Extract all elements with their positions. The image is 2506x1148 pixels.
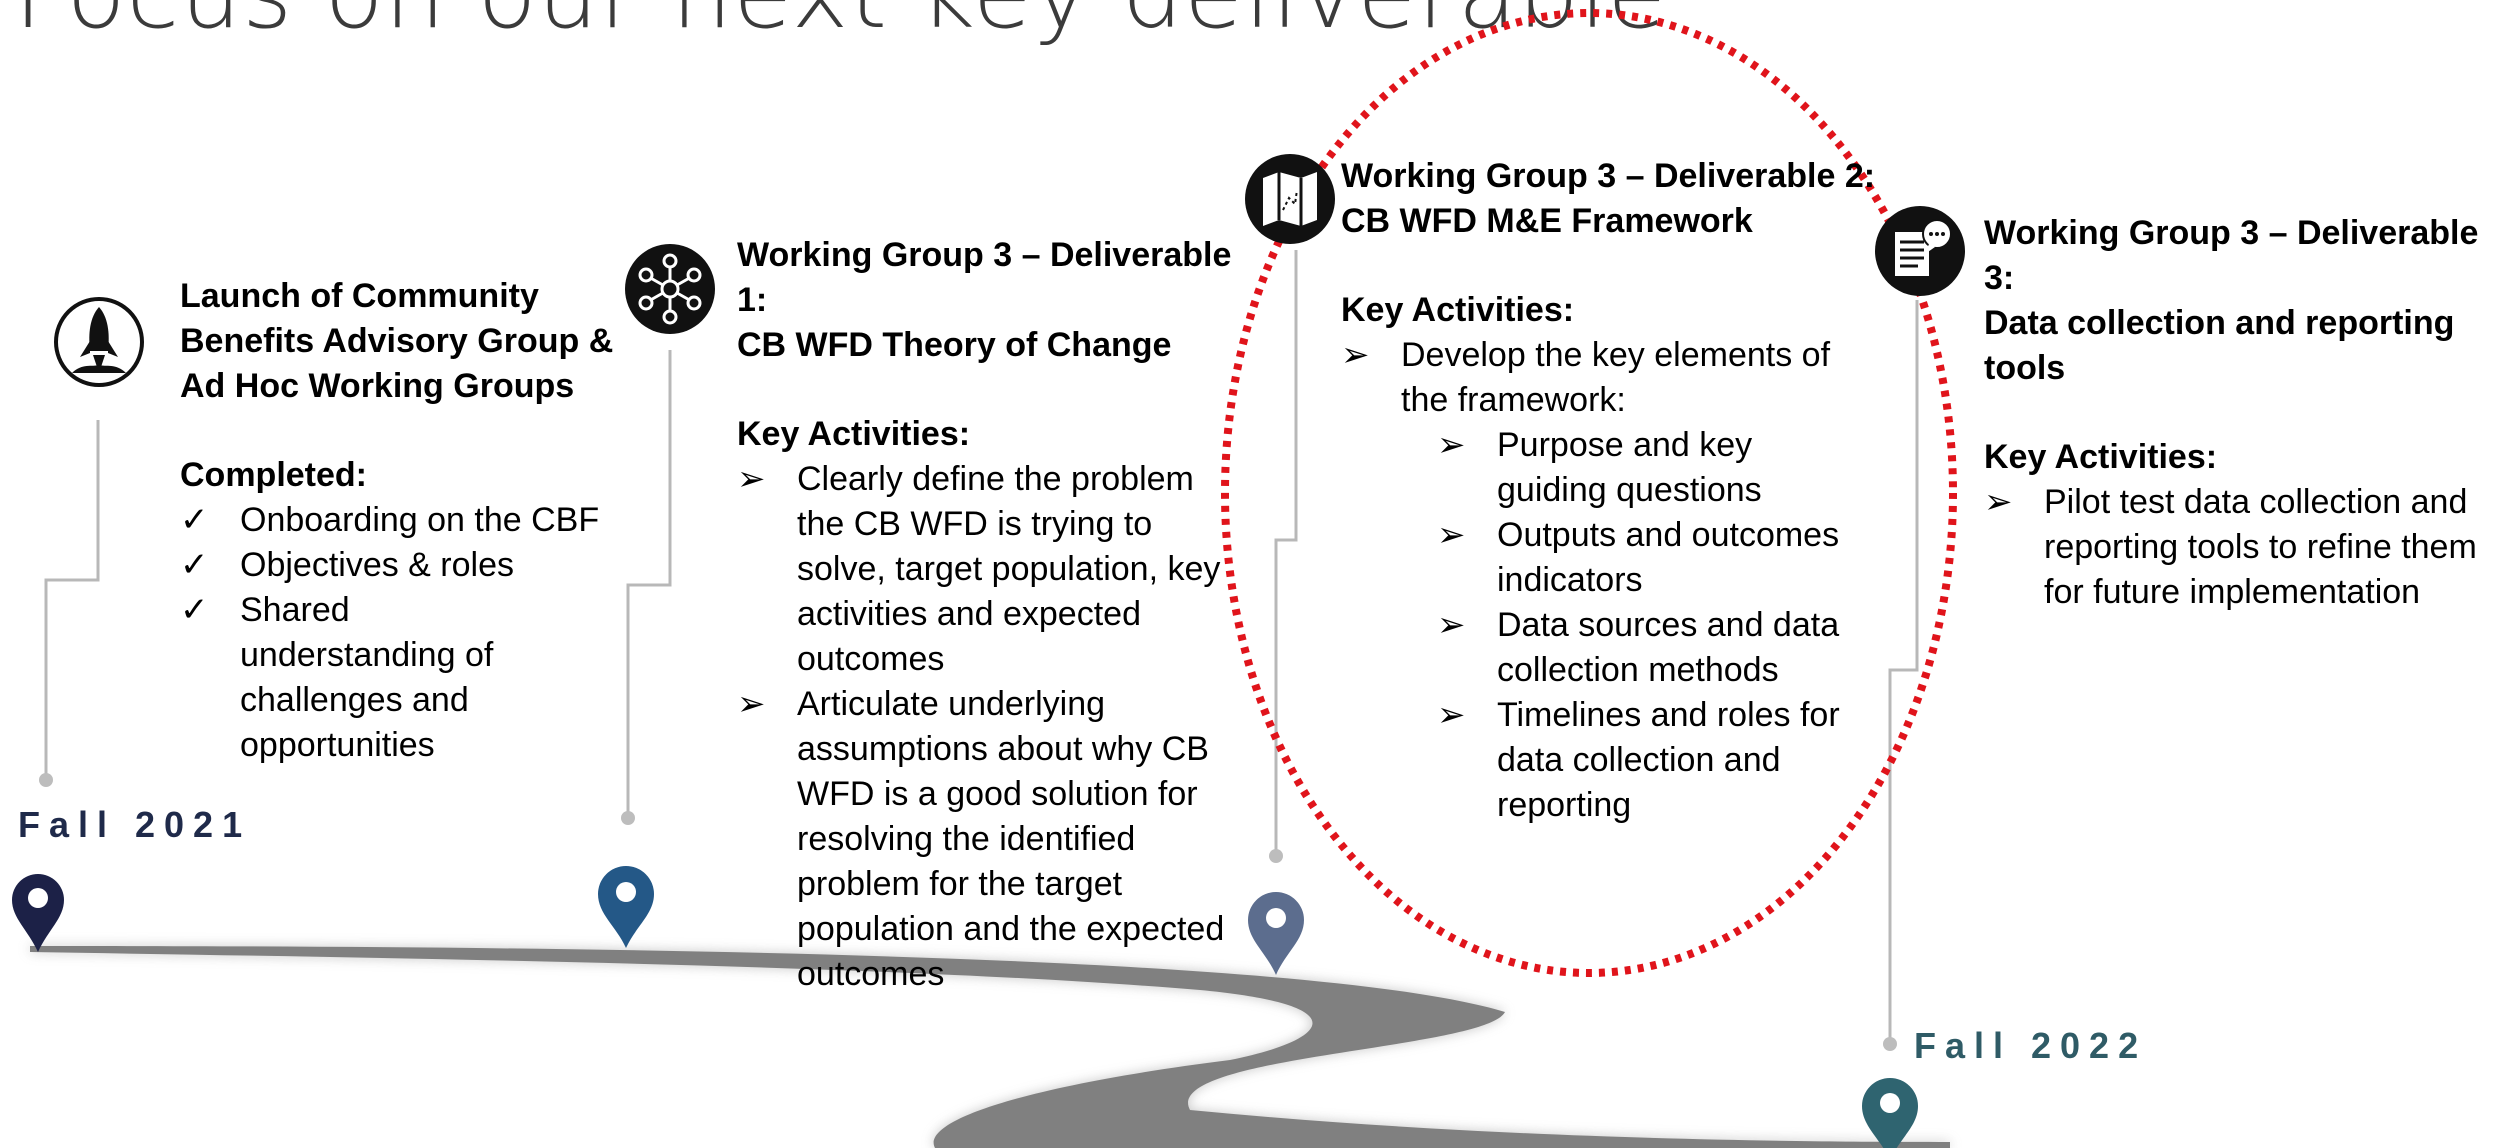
milestone-4: Working Group 3 – Deliverable 3: Data co… [1984, 211, 2504, 615]
connector-dots [39, 773, 1897, 1051]
arrow-bullet-icon: ➢ [1437, 516, 1466, 554]
list-item: ➢Articulate underlying assumptions about… [737, 682, 1247, 997]
timeline-road [30, 946, 1950, 1148]
milestone-4-list: ➢Pilot test data collection and reportin… [1984, 480, 2504, 615]
connector-lines [44, 250, 1919, 1042]
milestone-2-heading: Working Group 3 – Deliverable 1: CB WFD … [737, 236, 1232, 364]
date-end: Fall 2022 [1914, 1025, 2148, 1066]
arrow-bullet-icon: ➢ [737, 460, 766, 498]
milestone-2-section-label: Key Activities: [737, 415, 971, 453]
connector-dot-2 [621, 811, 635, 825]
arrow-bullet-icon: ➢ [1437, 696, 1466, 734]
milestone-2: Working Group 3 – Deliverable 1: CB WFD … [737, 233, 1257, 997]
connector-4 [1888, 300, 1919, 1042]
list-item: ✓Objectives & roles [180, 543, 620, 588]
rocket-icon [52, 295, 146, 394]
map-pin-1 [12, 874, 64, 952]
list-item: ➢Purpose and key guiding questions [1437, 423, 1857, 513]
milestone-4-section-label: Key Activities: [1984, 438, 2218, 476]
list-item: ➢Data sources and data collection method… [1437, 603, 1877, 693]
connector-2 [626, 350, 672, 815]
milestone-3-section-label: Key Activities: [1341, 291, 1575, 329]
arrow-bullet-icon: ➢ [1437, 426, 1466, 464]
list-item: ➢Timelines and roles for data collection… [1437, 693, 1877, 828]
milestone-3-heading: Working Group 3 – Deliverable 2: CB WFD … [1341, 157, 1876, 240]
arrow-bullet-icon: ➢ [1437, 606, 1466, 644]
milestone-1-section-label: Completed: [180, 456, 367, 494]
connector-dot-1 [39, 773, 53, 787]
list-item: ✓Onboarding on the CBF [180, 498, 620, 543]
network-icon [623, 242, 717, 341]
milestone-1-heading: Launch of Community Benefits Advisory Gr… [180, 277, 614, 405]
arrow-bullet-icon: ➢ [737, 685, 766, 723]
page-title: Focus on our next key deliverable [14, 0, 1667, 50]
map-pin-2 [598, 866, 654, 948]
list-item: ➢Outputs and outcomes indicators [1437, 513, 1877, 603]
list-item: ➢Clearly define the problem the CB WFD i… [737, 457, 1237, 682]
date-start: Fall 2021 [18, 804, 252, 845]
connector-1 [44, 420, 100, 780]
milestone-1-list: ✓Onboarding on the CBF ✓Objectives & rol… [180, 498, 620, 768]
arrow-bullet-icon: ➢ [1984, 483, 2013, 521]
list-item: ✓Shared understanding of challenges and … [180, 588, 570, 768]
milestone-3-list: ➢Develop the key elements of the framewo… [1341, 333, 1901, 423]
connector-dot-3 [1269, 849, 1283, 863]
milestone-3: Working Group 3 – Deliverable 2: CB WFD … [1341, 154, 1901, 828]
milestone-4-heading: Working Group 3 – Deliverable 3: Data co… [1984, 214, 2479, 387]
connector-dot-4 [1883, 1037, 1897, 1051]
highlight-ellipse [1221, 9, 1957, 977]
map-pin-4 [1862, 1078, 1918, 1148]
report-icon [1873, 204, 1967, 303]
map-icon [1243, 152, 1337, 251]
check-icon: ✓ [180, 591, 209, 629]
milestone-2-list: ➢Clearly define the problem the CB WFD i… [737, 457, 1257, 997]
milestone-3-sublist: ➢Purpose and key guiding questions ➢Outp… [1437, 423, 1901, 828]
milestone-1: Launch of Community Benefits Advisory Gr… [180, 274, 620, 768]
list-item: ➢Pilot test data collection and reportin… [1984, 480, 2506, 615]
list-item: ➢Develop the key elements of the framewo… [1341, 333, 1881, 423]
connector-3 [1274, 250, 1298, 855]
check-icon: ✓ [180, 501, 209, 539]
arrow-bullet-icon: ➢ [1341, 336, 1370, 374]
map-pin-3 [1248, 892, 1304, 975]
check-icon: ✓ [180, 546, 209, 584]
